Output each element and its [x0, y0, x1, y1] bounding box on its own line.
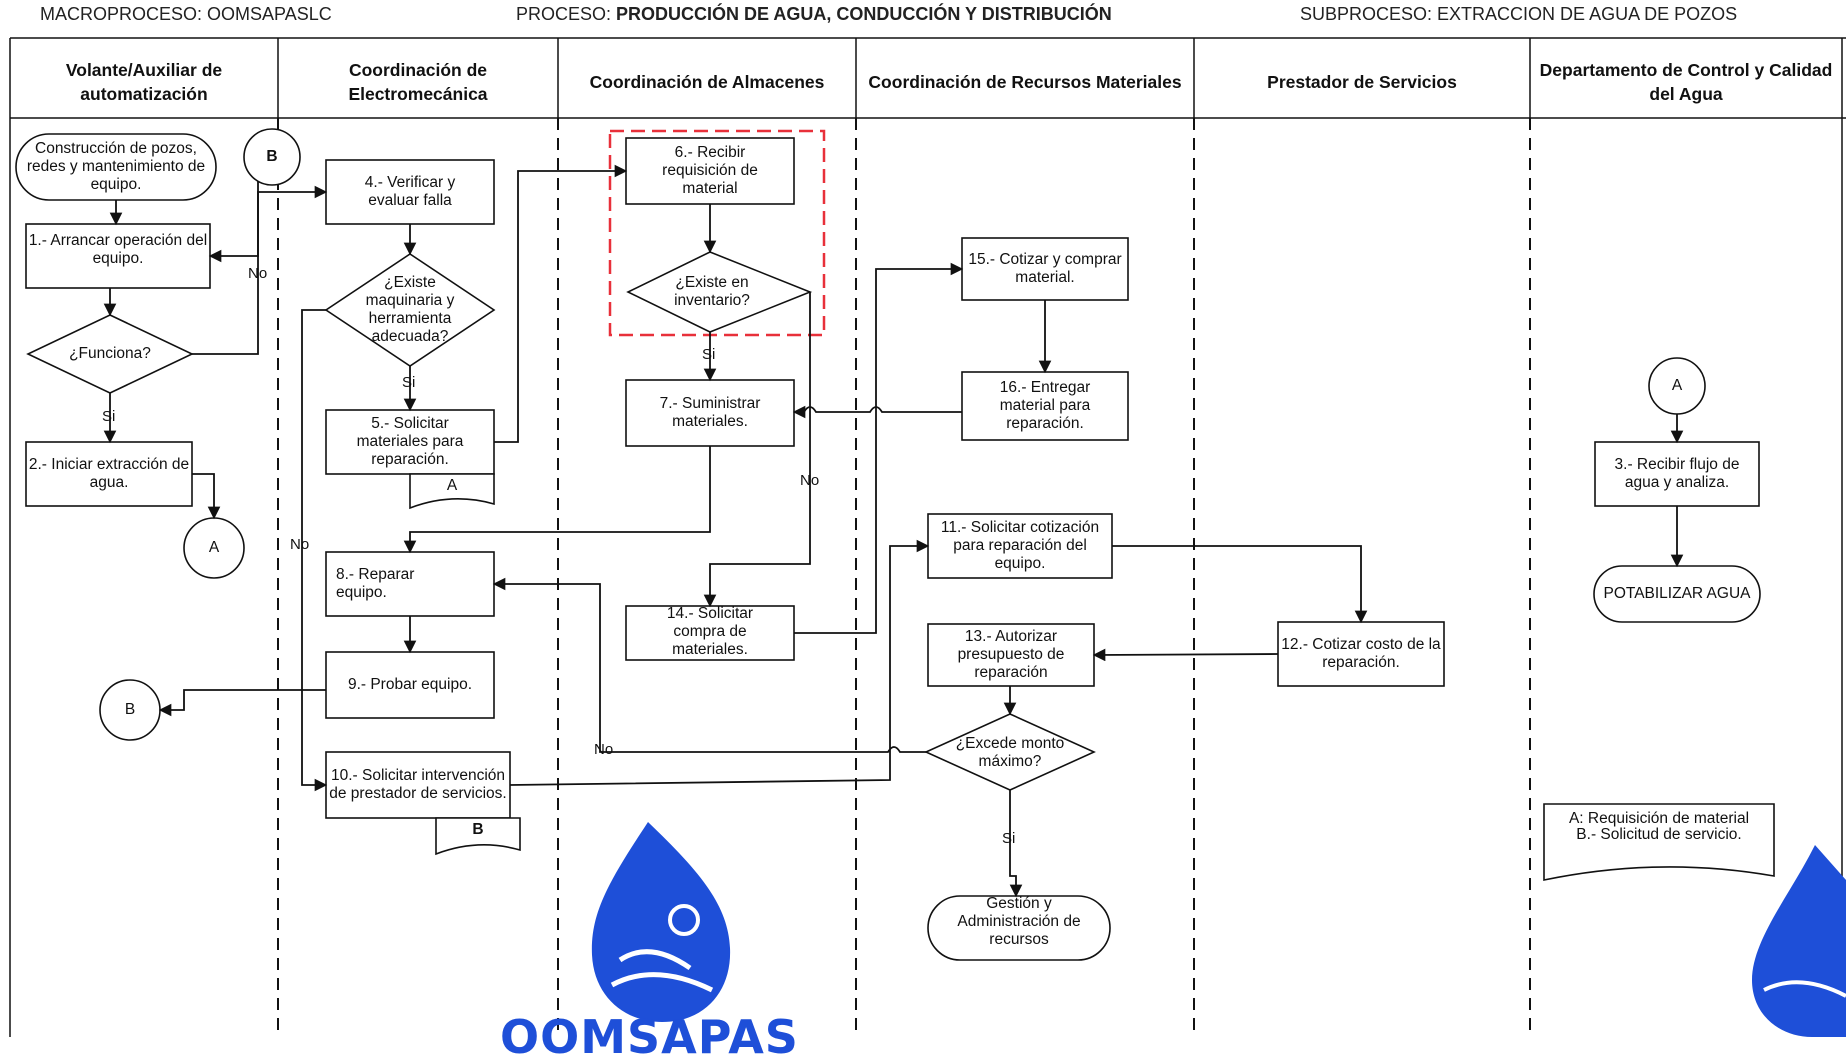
step-4-box — [325, 159, 495, 225]
macroproceso-value: OOMSAPASLC — [207, 4, 332, 24]
arrow-16-to-7 — [792, 405, 962, 419]
water-drop-logo-right-icon — [1752, 845, 1846, 1037]
subproceso-value: EXTRACCION DE AGUA DE POZOS — [1437, 4, 1738, 24]
arrow-12-to-13 — [1092, 648, 1279, 662]
funciona-decision — [26, 314, 194, 394]
step-2-box — [25, 441, 193, 507]
arrow-10-to-11 — [509, 539, 930, 786]
arrow-7-to-8 — [403, 446, 711, 554]
arrow-14-to-15 — [794, 262, 964, 634]
connector-b-top — [243, 128, 301, 186]
document-a-box — [409, 473, 495, 510]
step-5-box — [325, 409, 495, 475]
arrow-funciona-no-to-4 — [192, 185, 328, 355]
lane-title-volante: Volante/Auxiliar de automatización — [65, 60, 223, 104]
arrow-b-to-1 — [208, 181, 259, 263]
macroproceso-header: MACROPROCESO: OOMSAPASLC — [40, 4, 332, 25]
step-13-box — [927, 623, 1095, 687]
step-8-box — [325, 551, 495, 617]
connector-a-right — [1648, 357, 1706, 415]
water-drop-logo-icon — [591, 822, 731, 1022]
step-6-box — [625, 137, 795, 205]
start-terminator — [15, 133, 217, 201]
arrow-5-to-6 — [494, 164, 628, 443]
step-10-box — [325, 751, 511, 819]
gestion-terminator — [927, 895, 1111, 961]
document-b-box — [435, 817, 521, 856]
lane-title-almacenes: Coordinación de Almacenes — [589, 72, 825, 93]
arrow-2-to-a — [192, 473, 221, 520]
potabilizar-terminator — [1593, 565, 1761, 623]
flowchart-canvas — [9, 37, 1846, 1037]
step-1-box — [25, 223, 211, 289]
subproceso-header: SUBPROCESO: EXTRACCION DE AGUA DE POZOS — [1300, 4, 1737, 25]
arrow-11-to-12 — [1112, 545, 1368, 624]
swimlane-frame — [9, 37, 1846, 1037]
subproceso-label: SUBPROCESO: — [1300, 4, 1433, 24]
step-12-box — [1277, 621, 1445, 687]
arrow-decision-no-to-10 — [301, 309, 328, 792]
step-9-box — [325, 651, 495, 719]
proceso-header: PROCESO: PRODUCCIÓN DE AGUA, CONDUCCIÓN … — [516, 4, 1112, 25]
connector-a-left — [183, 517, 245, 579]
existe-inventario-decision — [626, 251, 813, 333]
label-inventario-si: Si — [702, 346, 716, 363]
step-11-box — [927, 513, 1113, 579]
label-funciona-no: No — [248, 265, 268, 282]
label-excede-no: No — [594, 741, 614, 758]
step-7-box — [625, 379, 795, 447]
lane-title-calidad-agua: Departamento de Control y Calidad del Ag… — [1539, 60, 1833, 104]
label-maquinaria-no: No — [290, 536, 310, 553]
lane-title-recursos-materiales: Coordinación de Recursos Materiales — [868, 72, 1182, 93]
arrow-inventario-no-to-14 — [703, 292, 811, 608]
proceso-value: PRODUCCIÓN DE AGUA, CONDUCCIÓN Y DISTRIB… — [616, 4, 1112, 24]
step-3-box — [1594, 441, 1760, 507]
arrow-excede-yes-to-gestion — [1009, 790, 1023, 898]
legend-document — [1543, 803, 1775, 881]
label-inventario-no: No — [800, 472, 820, 489]
lane-title-electromecanica: Coordinación de Electromecánica — [348, 60, 488, 104]
lane-title-prestador: Prestador de Servicios — [1267, 72, 1457, 93]
arrow-excede-no-to-8 — [492, 577, 926, 753]
proceso-label: PROCESO: — [516, 4, 612, 24]
label-maquinaria-si: Si — [402, 374, 416, 391]
excede-monto-decision — [924, 713, 1096, 791]
step-14-box — [625, 605, 795, 661]
highlight-box — [608, 129, 826, 337]
connector-b-left — [99, 679, 161, 741]
label-excede-si: Si — [1002, 830, 1016, 847]
step-15-box — [961, 237, 1129, 301]
macroproceso-label: MACROPROCESO: — [40, 4, 203, 24]
existe-maquinaria-decision — [324, 253, 496, 367]
step-16-box — [961, 371, 1129, 441]
arrow-9-to-b — [158, 689, 326, 717]
logo-text: OOMSAPAS — [500, 1010, 799, 1064]
label-funciona-si: Si — [102, 408, 116, 425]
